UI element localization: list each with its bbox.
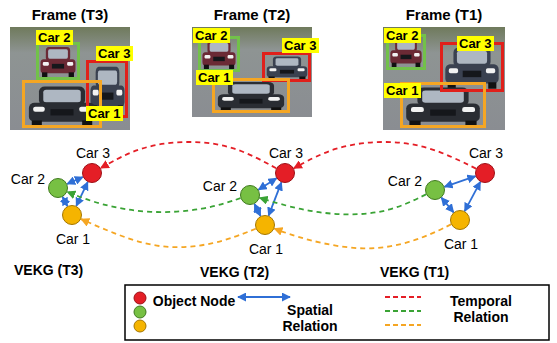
legend-node-sample (134, 292, 146, 304)
node-label: Car 2 (203, 178, 237, 194)
box-label: Car 1 (196, 70, 233, 85)
bounding-box: Car 2 (198, 36, 240, 72)
video-frame: Frame (T2)Car 2Car 3Car 1 (192, 27, 312, 117)
bounding-box: Car 1 (22, 80, 102, 128)
frame-title: Frame (T1) (406, 6, 483, 24)
spatial-relation (258, 178, 276, 189)
node-label: Car 3 (76, 145, 110, 161)
graph-label: VEKG (T2) (200, 264, 269, 280)
legend-text: Object Node (152, 293, 236, 309)
temporal-relation (294, 142, 476, 169)
temporal-relation (81, 219, 256, 247)
legend-node-sample (134, 306, 146, 318)
spatial-relation (67, 177, 83, 184)
legend-spatial-sample (238, 296, 290, 298)
legend-node-sample (134, 320, 146, 332)
box-label: Car 2 (36, 30, 73, 45)
box-label: Car 2 (384, 28, 421, 43)
box-label: Car 1 (86, 106, 123, 121)
legend-temporal-sample (385, 324, 421, 326)
spatial-relation (465, 182, 481, 211)
legend-temporal-sample (385, 310, 421, 312)
node-label: Car 3 (269, 145, 303, 161)
object-node: Car 1 (255, 215, 275, 235)
legend-box (125, 285, 549, 340)
box-label: Car 3 (282, 38, 319, 53)
legend-temporal-sample (385, 296, 421, 298)
spatial-relation (444, 176, 475, 187)
frame-photo (10, 27, 130, 130)
spatial-relation (441, 198, 453, 213)
object-node: Car 2 (48, 178, 68, 198)
node-label: Car 2 (388, 173, 422, 189)
bounding-box: Car 2 (386, 34, 426, 70)
temporal-relation (260, 194, 426, 214)
spatial-relation (254, 204, 260, 216)
temporal-relation (274, 224, 451, 248)
video-frame: Frame (T3)Car 2Car 3Car 1 (10, 27, 130, 130)
object-node: Car 1 (450, 210, 470, 230)
object-node: Car 2 (240, 185, 260, 205)
box-label: Car 2 (193, 28, 230, 43)
frame-title: Frame (T2) (214, 6, 291, 24)
node-label: Car 1 (249, 241, 283, 257)
object-node: Car 3 (275, 163, 295, 183)
object-node: Car 2 (425, 180, 445, 200)
video-frame: Frame (T1)Car 2Car 3Car 1 (383, 27, 505, 130)
spatial-relation (269, 182, 282, 215)
object-node: Car 3 (475, 163, 495, 183)
legend-text: Temporal Relation (425, 293, 537, 325)
legend-text: Spatial Relation (264, 302, 356, 334)
bounding-box: Car 1 (212, 78, 290, 113)
frame-photo (383, 27, 505, 130)
temporal-relation (67, 192, 240, 212)
graph-label: VEKG (T3) (14, 262, 83, 278)
box-label: Car 3 (457, 36, 494, 51)
node-label: Car 1 (56, 231, 90, 247)
bounding-box: Car 1 (400, 82, 486, 128)
node-label: Car 2 (11, 171, 45, 187)
spatial-relation (63, 197, 68, 206)
spatial-relation (76, 182, 87, 206)
box-label: Car 1 (384, 83, 421, 98)
graph-label: VEKG (T1) (380, 264, 449, 280)
object-node: Car 1 (62, 205, 82, 225)
node-label: Car 1 (444, 236, 478, 252)
node-label: Car 3 (469, 145, 503, 161)
temporal-relation (101, 142, 276, 168)
object-node: Car 3 (82, 163, 102, 183)
box-label: Car 3 (96, 46, 133, 61)
frame-title: Frame (T3) (32, 6, 109, 24)
bounding-box: Car 2 (36, 42, 80, 80)
